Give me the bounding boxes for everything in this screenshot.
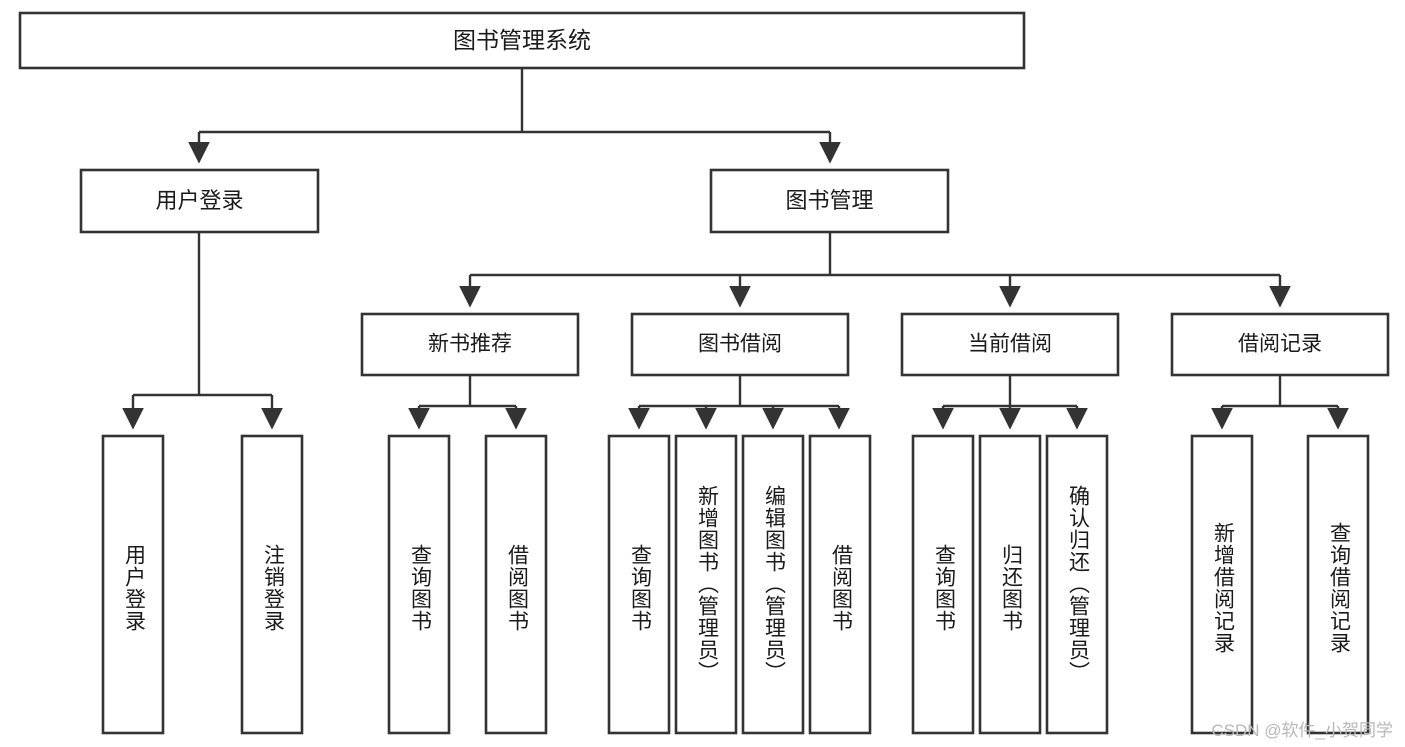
leaf-user-login-logout-label: 注销登录 (261, 544, 285, 632)
leaf-new-book-borrow-label: 借阅图书 (505, 544, 529, 632)
connector-bookborrow-to-leaves (628, 375, 850, 430)
node-current-borrow-label: 当前借阅 (968, 333, 1052, 356)
leaf-book-borrow-borrow-label: 借阅图书 (829, 544, 853, 632)
leaf-borrow-record-add-label: 新增借阅记录 (1211, 522, 1235, 654)
leaf-current-borrow-return[interactable]: 归还图书 (978, 434, 1042, 735)
leaf-book-borrow-edit[interactable]: 编辑图书（管理员） (741, 434, 805, 735)
leaf-borrow-record-query[interactable]: 查询借阅记录 (1306, 434, 1370, 735)
leaf-book-borrow-query-label: 查询图书 (628, 544, 652, 632)
node-user-login[interactable]: 用户登录 (79, 168, 320, 234)
connector-currentborrow-to-leaves (932, 375, 1088, 430)
node-book-borrow[interactable]: 图书借阅 (630, 312, 850, 377)
node-borrow-record-label: 借阅记录 (1238, 333, 1322, 356)
node-user-login-label: 用户登录 (155, 188, 243, 213)
leaf-book-borrow-add-label: 新增图书（管理员） (695, 485, 719, 683)
connector-level2-to-level3 (459, 232, 1291, 308)
node-new-book-recommend[interactable]: 新书推荐 (360, 312, 580, 377)
leaf-current-borrow-return-label: 归还图书 (999, 544, 1023, 632)
leaf-borrow-record-add[interactable]: 新增借阅记录 (1190, 434, 1254, 735)
leaf-current-borrow-query-label: 查询图书 (932, 544, 956, 632)
leaf-book-borrow-edit-label: 编辑图书（管理员） (762, 485, 786, 683)
node-book-management[interactable]: 图书管理 (709, 168, 950, 234)
leaf-borrow-record-query-label: 查询借阅记录 (1327, 522, 1351, 654)
leaf-user-login-login-label: 用户登录 (122, 544, 146, 632)
leaf-user-login-logout[interactable]: 注销登录 (240, 434, 304, 735)
connector-userlogin-to-leaves (122, 232, 283, 430)
node-book-borrow-label: 图书借阅 (698, 333, 782, 356)
connector-root-to-level2 (188, 68, 841, 164)
node-book-management-label: 图书管理 (785, 188, 873, 213)
leaf-book-borrow-borrow[interactable]: 借阅图书 (808, 434, 872, 735)
leaf-new-book-query[interactable]: 查询图书 (387, 434, 451, 735)
node-new-book-recommend-label: 新书推荐 (428, 333, 512, 356)
leaf-user-login-login[interactable]: 用户登录 (101, 434, 165, 735)
leaf-book-borrow-query[interactable]: 查询图书 (607, 434, 671, 735)
leaf-current-borrow-confirm-return-label: 确认归还（管理员） (1066, 485, 1090, 683)
node-current-borrow[interactable]: 当前借阅 (900, 312, 1120, 377)
leaf-new-book-query-label: 查询图书 (408, 544, 432, 632)
leaf-current-borrow-confirm-return[interactable]: 确认归还（管理员） (1045, 434, 1109, 735)
node-root-book-management-system[interactable]: 图书管理系统 (18, 11, 1026, 70)
leaf-new-book-borrow[interactable]: 借阅图书 (484, 434, 548, 735)
leaf-current-borrow-query[interactable]: 查询图书 (911, 434, 975, 735)
leaf-book-borrow-add[interactable]: 新增图书（管理员） (674, 434, 738, 735)
node-root-label: 图书管理系统 (453, 27, 591, 53)
connector-newbook-to-leaves (408, 375, 527, 430)
connector-borrowrecord-to-leaves (1211, 375, 1349, 430)
node-borrow-record[interactable]: 借阅记录 (1170, 312, 1390, 377)
